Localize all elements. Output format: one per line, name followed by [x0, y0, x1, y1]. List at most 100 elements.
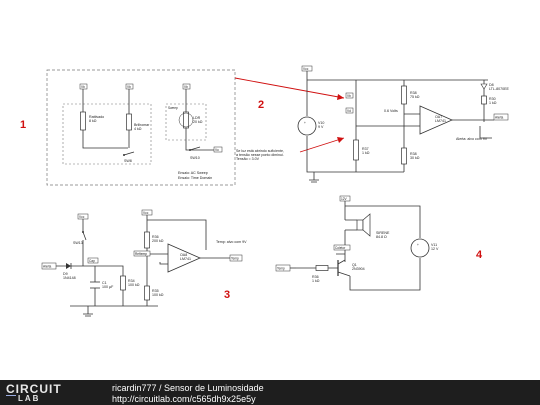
speaker-wires: [344, 219, 357, 238]
label-r36-base: R36: [312, 275, 319, 279]
label-sw8: SW8: [124, 159, 132, 163]
switch-sw13-lever: [82, 231, 87, 241]
model-d8: LTL-8070EE: [489, 87, 510, 91]
diode-d9: [66, 263, 71, 269]
net-label-vb-in: Vb: [347, 94, 351, 98]
v10-plus: +: [304, 121, 306, 125]
net-label-vcc3: Vcc: [79, 215, 85, 219]
circuit-url-link[interactable]: http://circuitlab.com/c565dh9x25e5y: [112, 394, 256, 404]
switch-sw10-lever: [189, 146, 201, 151]
circuit-1-wires: [82, 89, 214, 151]
v11-plus: +: [417, 243, 419, 247]
circuit-title: ricardin777 / Sensor de Luminosidade: [112, 383, 264, 393]
value-r35: 100 kΩ: [152, 293, 164, 297]
label-oa7: OA7: [435, 115, 442, 119]
label-r34: R34: [128, 279, 135, 283]
resistor-r36: [144, 231, 150, 249]
value-r36: 200 kΩ: [152, 239, 164, 243]
speaker-cone: [362, 213, 371, 237]
label-r37: R37: [362, 147, 369, 151]
label-r30: R30: [489, 97, 496, 101]
resistor-r35: [144, 285, 150, 301]
value-c1: 100 µF: [102, 285, 114, 289]
resistor-r38-mid: [401, 147, 407, 165]
value-r38-mid: 30 kΩ: [410, 156, 420, 160]
note-line-3: Tensão = 3.0V: [236, 157, 260, 161]
resistor-r38-top: [401, 85, 407, 105]
label-d9: D9: [63, 272, 68, 276]
circuitlab-logo-bottom[interactable]: LAB: [18, 394, 41, 403]
ground-c3: [83, 306, 93, 317]
net-label-alerta-in: Alerta: [43, 265, 52, 269]
net-tag-alerta-in: [41, 262, 57, 270]
net-tag-cap: [87, 257, 99, 264]
net-tag-vb-in: [345, 92, 354, 99]
label-d8: D8: [489, 83, 494, 87]
label-siren: SIRENE: [376, 231, 390, 235]
label-rattivado: Rattivado: [89, 115, 104, 119]
net-label-12v: 12V: [341, 197, 348, 201]
value-r36-base: 1 kΩ: [312, 279, 320, 283]
value-siren: 84.8 Ω: [376, 235, 387, 239]
net-tag-reftemp: [133, 250, 151, 257]
ldr-circle: [178, 112, 194, 128]
resistor-brilhomar: [126, 113, 132, 131]
label-r38-mid: R38: [410, 152, 417, 156]
net-tag-vb3: [182, 83, 191, 90]
circuitlab-logo-icon: [6, 395, 16, 402]
sweep-label: Sweep: [168, 106, 178, 110]
label-sw13: SW13: [73, 241, 83, 245]
opamp-oa7: [419, 105, 453, 135]
value-v11: 12 V: [431, 247, 439, 251]
note-line-2: a tensão nesse ponto diminui.: [236, 153, 284, 157]
node-voltage-label: 0.6 Volts: [384, 109, 398, 113]
circuit-1: 1 Vb Vb Vb Rattivado 8 kΩ Brilhomar 4 kΩ…: [20, 69, 236, 186]
section-3-label: 3: [224, 289, 230, 301]
net-label-vb2: Vb: [127, 85, 131, 89]
net-label-alerta-out: Alerta: [495, 116, 504, 120]
net-label-temp-out: Temp: [231, 257, 239, 261]
net-tag-vd-in: [345, 107, 354, 114]
model-oa7: LM741: [435, 119, 446, 123]
net-label-vb3: Vb: [184, 85, 188, 89]
net-label-vcc3b: Vcc: [143, 211, 149, 215]
value-ldr: 20 kΩ: [193, 120, 203, 124]
net-label-vd-in: Vd: [347, 109, 351, 113]
label-q1: Q1: [352, 263, 357, 267]
circuit-2: 2 Vcc + V10 9 V Vb Vd R38 75 kΩ R37 1 kΩ…: [236, 65, 510, 183]
note-ac-sweep: Ensaio: AC Sweep: [178, 171, 208, 175]
label-oa8: OA8: [180, 253, 187, 257]
net-tag-coletor: [333, 244, 351, 251]
resistor-r30: [481, 95, 487, 105]
net-label-vb1: Vb: [81, 85, 85, 89]
label-brilhomar: Brilhomar: [134, 123, 150, 127]
label-sw10: SW10: [190, 156, 200, 160]
net-label-temp-in: Temp: [277, 267, 285, 271]
net-label-vcc2: Vcc: [303, 67, 309, 71]
net-tag-alerta-out: [493, 113, 509, 121]
value-brilhomar: 4 kΩ: [134, 127, 142, 131]
resistor-r37: [353, 139, 359, 161]
annotation-arrows: [234, 77, 345, 153]
circuit-1-inner-box: [62, 103, 152, 165]
transistor-emitter: [337, 271, 351, 277]
value-rattivado: 8 kΩ: [89, 119, 97, 123]
circuit-3-wires: [56, 215, 230, 307]
footer-bar: CIRCUIT LAB ricardin777 / Sensor de Lumi…: [0, 380, 540, 405]
opamp-oa8: [167, 243, 201, 273]
voltage-source-v11: [410, 238, 430, 258]
circuitlab-logo-top[interactable]: CIRCUIT: [6, 382, 62, 396]
label-c1: C1: [102, 281, 107, 285]
resistor-r36-base: [315, 265, 329, 271]
voltage-source-v10: [297, 116, 317, 136]
circuit-3: 3 Vcc Vcc SW13 Alerta D9 1N4148 Cap C1 1…: [41, 209, 247, 317]
section-4-label: 4: [476, 249, 483, 261]
speaker-body: [356, 219, 364, 231]
note-alerta-out: Alerta: alvo com 9V: [456, 137, 488, 141]
net-label-reftemp: Reftemp: [135, 252, 147, 256]
value-r38-top: 75 kΩ: [410, 95, 420, 99]
label-r38-top: R38: [410, 91, 417, 95]
arrowhead-node: [337, 137, 344, 143]
model-q1: 2N3904: [352, 267, 365, 271]
